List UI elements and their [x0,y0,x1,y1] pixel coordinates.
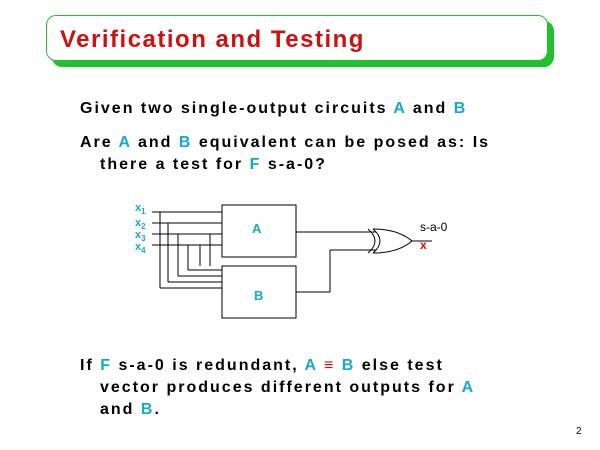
text-span: Are [80,134,119,151]
equivalence-symbol: ≡ [317,357,342,374]
text-span: s-a-0 is redundant, [112,357,305,374]
page-number: 2 [576,426,582,437]
text-span: vector produces different outputs for [100,379,462,396]
text-span: . [154,401,161,418]
label-b: B [341,357,356,374]
text-span: else test [355,357,444,374]
text-span: and [100,401,141,418]
input-x3: x3 [135,229,146,243]
fault-label: s-a-0 [420,220,448,234]
label-f: F [249,156,262,173]
title-box [46,15,548,61]
slide-title: Verification and Testing [60,26,365,53]
label-a: A [393,100,407,117]
label-b: B [178,134,193,151]
label-a: A [304,357,318,374]
label-f: F [100,357,112,374]
text-span: Given two single-output circuits [80,100,394,117]
text-line-5: vector produces different outputs for A [100,379,475,397]
fault-marker: x [420,238,427,252]
label-a: A [118,134,132,151]
block-a-label: A [252,221,262,236]
label-a: A [461,379,476,396]
text-line-3: there a test for F s-a-0? [100,156,327,174]
text-span: equivalent can be posed as: Is [192,134,491,151]
text-line-4: If F s-a-0 is redundant, A ≡ B else test [80,357,444,375]
input-x1: x1 [135,202,146,216]
text-span: s-a-0? [261,156,327,173]
label-b: B [453,100,468,117]
text-line-1: Given two single-output circuits A and B [80,100,467,118]
text-line-6: and B. [100,401,161,419]
label-b: B [140,401,155,418]
text-span: there a test for [100,156,250,173]
input-x2: x2 [135,217,146,231]
text-span: If [80,357,101,374]
text-span: and [131,134,179,151]
input-x4: x4 [135,241,146,255]
text-span: and [406,100,454,117]
text-line-2: Are A and B equivalent can be posed as: … [80,134,490,152]
block-b-label: B [254,288,263,303]
